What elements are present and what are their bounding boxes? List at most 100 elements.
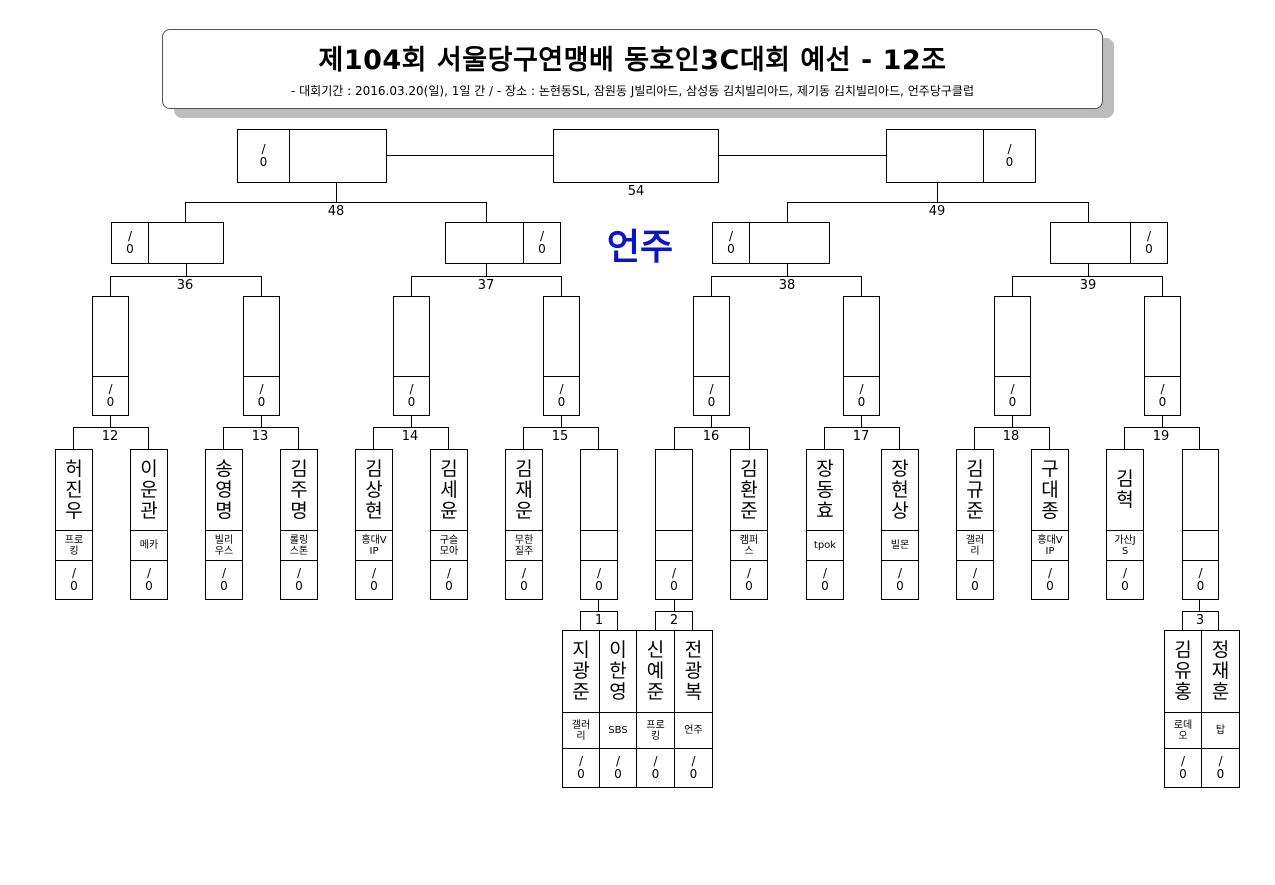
score-value: / 0 xyxy=(259,142,268,169)
bracket-line xyxy=(411,276,562,277)
match-number: 18 xyxy=(1002,429,1020,444)
player-club: 빌리우스 xyxy=(214,534,234,557)
player-name-box: 구대종 xyxy=(1031,449,1069,531)
match-number: 3 xyxy=(1195,613,1205,628)
title-box: 제104회 서울당구연맹배 동호인3C대회 예선 - 12조 - 대회기간 : … xyxy=(162,29,1103,109)
score-value: / 0 xyxy=(670,566,678,593)
player-club: 갤러리 xyxy=(571,719,591,742)
score-value: / 0 xyxy=(70,566,78,593)
bracket-line xyxy=(1199,600,1200,611)
player-club-box xyxy=(655,530,693,561)
bracket-line xyxy=(787,202,1089,203)
match-number: 1 xyxy=(594,613,604,628)
bracket-line xyxy=(336,183,337,203)
score-box-semi: / 0 xyxy=(523,222,561,264)
player-name: 김규준 xyxy=(966,457,984,522)
bracket-line xyxy=(749,427,750,449)
slot-semi-36 xyxy=(148,222,224,264)
player-name-box: 김주명 xyxy=(280,449,318,531)
bracket-line xyxy=(298,427,299,449)
player-club-box: 구슬모아 xyxy=(430,530,468,561)
player-name: 김세윤 xyxy=(440,457,458,522)
player-score-box: / 0 xyxy=(1201,748,1240,788)
slot-quarter xyxy=(693,296,730,377)
player-club: 프로킹 xyxy=(646,719,665,742)
player-name: 지광준 xyxy=(572,639,590,703)
player-name: 전광복 xyxy=(684,639,703,703)
player-name: 장동효 xyxy=(816,457,834,522)
score-value: / 0 xyxy=(295,566,303,593)
bracket-line xyxy=(261,416,262,428)
score-value: / 0 xyxy=(614,754,622,781)
player-name-box: 김유홍 xyxy=(1164,630,1202,713)
bracket-line xyxy=(824,427,825,449)
bracket-line xyxy=(1199,427,1200,449)
player-score-box: / 0 xyxy=(1164,748,1202,788)
player-club: 무한질주 xyxy=(514,534,534,557)
player-club-box: 로데오 xyxy=(1164,712,1202,749)
bracket-line xyxy=(711,416,712,428)
player-club-box: 탑 xyxy=(1201,712,1240,749)
player-club-box: 빌리우스 xyxy=(205,530,243,561)
bracket-line xyxy=(1012,276,1013,296)
match-number: 15 xyxy=(551,429,569,444)
player-club: 홍대VIP xyxy=(361,534,387,557)
bracket-line xyxy=(1124,427,1125,449)
slot-quarter xyxy=(243,296,280,377)
slot-final-right xyxy=(886,129,984,183)
score-value: / 0 xyxy=(707,382,716,409)
player-name: 이운관 xyxy=(140,457,158,522)
player-name-box: 김세윤 xyxy=(430,449,468,531)
bracket-line xyxy=(223,427,299,428)
score-box-final-left: / 0 xyxy=(237,129,290,183)
player-name-box xyxy=(1182,449,1219,531)
score-value: / 0 xyxy=(370,566,378,593)
score-value: / 0 xyxy=(520,566,528,593)
player-club-box: 메카 xyxy=(130,530,168,561)
match-number: 16 xyxy=(702,429,720,444)
slot-quarter xyxy=(1144,296,1181,377)
player-name-box xyxy=(655,449,693,531)
match-number: 19 xyxy=(1152,429,1170,444)
score-box-semi: / 0 xyxy=(111,222,149,264)
bracket-line xyxy=(373,427,374,449)
player-name: 김상현 xyxy=(365,457,383,522)
score-value: / 0 xyxy=(557,382,566,409)
player-score-box: / 0 xyxy=(562,748,600,788)
score-value: / 0 xyxy=(857,382,866,409)
player-score-box: / 0 xyxy=(655,560,693,600)
bracket-line xyxy=(1012,416,1013,428)
score-value: / 0 xyxy=(257,382,266,409)
score-box-quarter: / 0 xyxy=(243,376,280,416)
player-name-box: 허진우 xyxy=(55,449,93,531)
match-number: 36 xyxy=(176,278,194,293)
bracket-line xyxy=(598,600,599,611)
player-name-box: 김재운 xyxy=(505,449,543,531)
bracket-line xyxy=(73,427,74,449)
score-box-final-right: / 0 xyxy=(983,129,1036,183)
score-box-semi: / 0 xyxy=(1130,222,1168,264)
bracket-line xyxy=(861,416,862,428)
player-name-box: 장현상 xyxy=(881,449,919,531)
score-value: / 0 xyxy=(727,229,735,256)
score-value: / 0 xyxy=(1145,229,1153,256)
bracket-line xyxy=(1162,276,1163,296)
player-name-box: 김환준 xyxy=(730,449,768,531)
score-value: / 0 xyxy=(1196,566,1205,593)
score-value: / 0 xyxy=(595,566,603,593)
match-number: 2 xyxy=(669,613,679,628)
player-score-box: / 0 xyxy=(55,560,93,600)
score-box-semi: / 0 xyxy=(712,222,750,264)
score-value: / 0 xyxy=(538,229,546,256)
player-score-box: / 0 xyxy=(280,560,318,600)
bracket-line xyxy=(387,155,553,156)
player-club: 구슬모아 xyxy=(439,534,459,557)
player-club-box: 홍대VIP xyxy=(355,530,393,561)
player-club-box xyxy=(580,530,618,561)
score-value: / 0 xyxy=(651,754,660,781)
bracket-line xyxy=(1012,276,1163,277)
player-score-box: / 0 xyxy=(730,560,768,600)
score-value: / 0 xyxy=(220,566,228,593)
score-box-quarter: / 0 xyxy=(543,376,580,416)
bracket-line xyxy=(974,427,975,449)
